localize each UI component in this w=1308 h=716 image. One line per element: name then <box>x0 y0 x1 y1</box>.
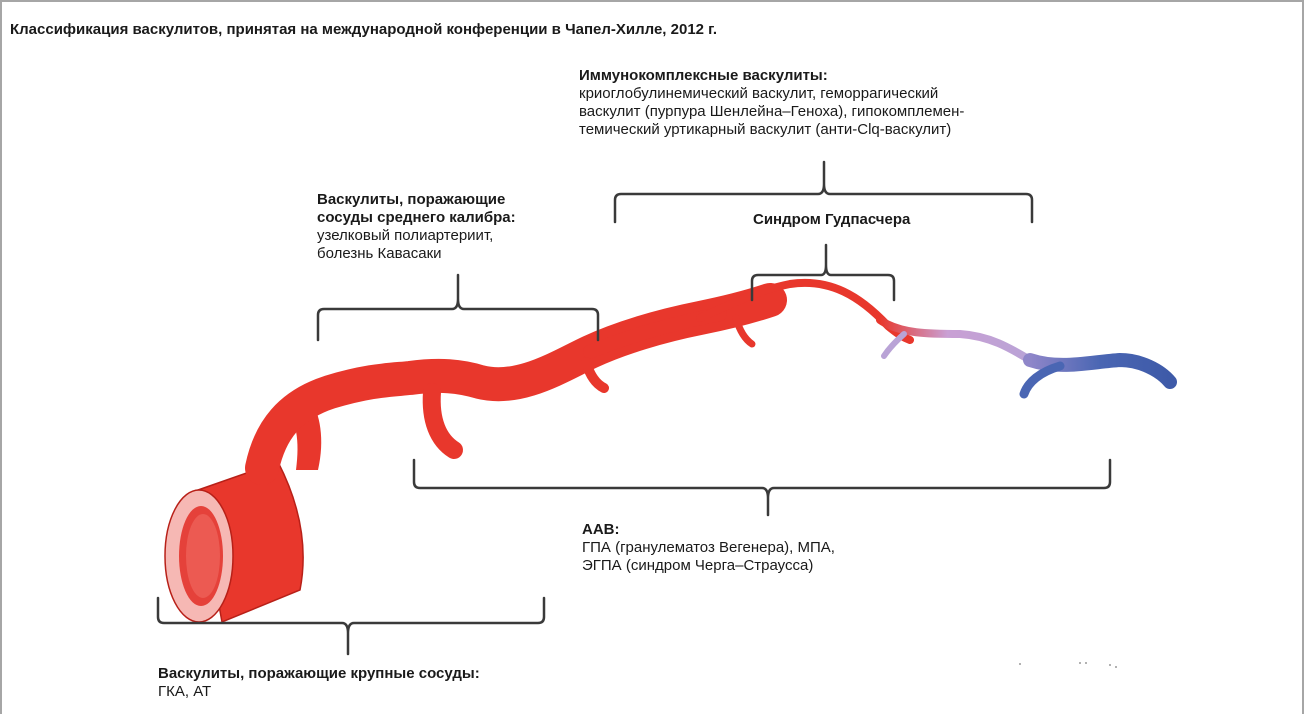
label-immune-complex: Иммунокомплексные васкулиты: криоглобули… <box>579 67 1059 139</box>
label-aav: ААВ: ГПА (гранулематоз Вегенера), МПА, Э… <box>582 521 902 575</box>
medium-vessel-text: узелковый полиартериит, болезнь Кавасаки <box>317 227 597 263</box>
venule-branch <box>1024 366 1060 394</box>
label-goodpasture: Синдром Гудпасчера <box>753 211 953 229</box>
medium-vessel-heading: Васкулиты, поражающие сосуды среднего ка… <box>317 191 597 227</box>
large-vessel-text: ГКА, АТ <box>158 683 578 701</box>
label-medium-vessel: Васкулиты, поражающие сосуды среднего ка… <box>317 191 597 263</box>
aav-text: ГПА (гранулематоз Вегенера), МПА, ЭГПА (… <box>582 539 902 575</box>
branch-1 <box>432 392 454 450</box>
aav-heading: ААВ: <box>582 521 902 539</box>
bracket-medium-vessel <box>318 275 598 340</box>
capillary-branch <box>884 334 904 356</box>
artery-lumen <box>165 490 233 622</box>
scan-artifacts <box>1019 662 1117 668</box>
label-large-vessel: Васкулиты, поражающие крупные сосуды: ГК… <box>158 665 578 701</box>
immune-complex-heading: Иммунокомплексные васкулиты: <box>579 67 1059 85</box>
goodpasture-heading: Синдром Гудпасчера <box>753 211 953 229</box>
immune-complex-text: криоглобулинемический васкулит, геморраг… <box>579 85 1059 139</box>
large-vessel-heading: Васкулиты, поражающие крупные сосуды: <box>158 665 578 683</box>
bracket-aav <box>414 460 1110 515</box>
